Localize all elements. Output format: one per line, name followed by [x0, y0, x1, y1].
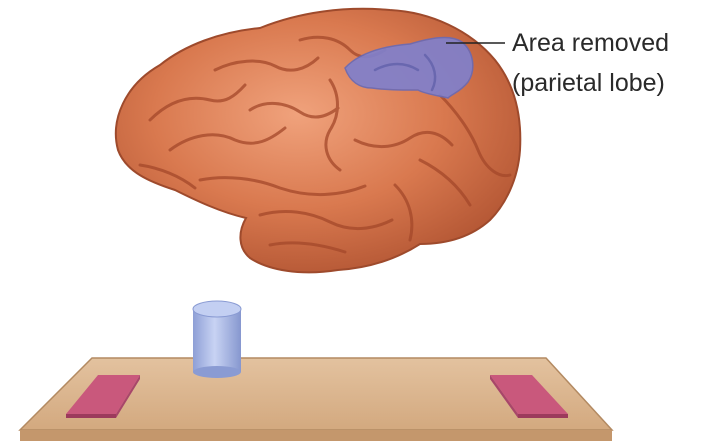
callout-label-line2: (parietal lobe): [512, 68, 665, 98]
cylinder-object: [193, 301, 241, 378]
callout-label-line1: Area removed: [512, 28, 669, 58]
table-front-edge: [20, 430, 612, 441]
test-table: [20, 301, 612, 441]
brain-illustration: [116, 9, 520, 273]
